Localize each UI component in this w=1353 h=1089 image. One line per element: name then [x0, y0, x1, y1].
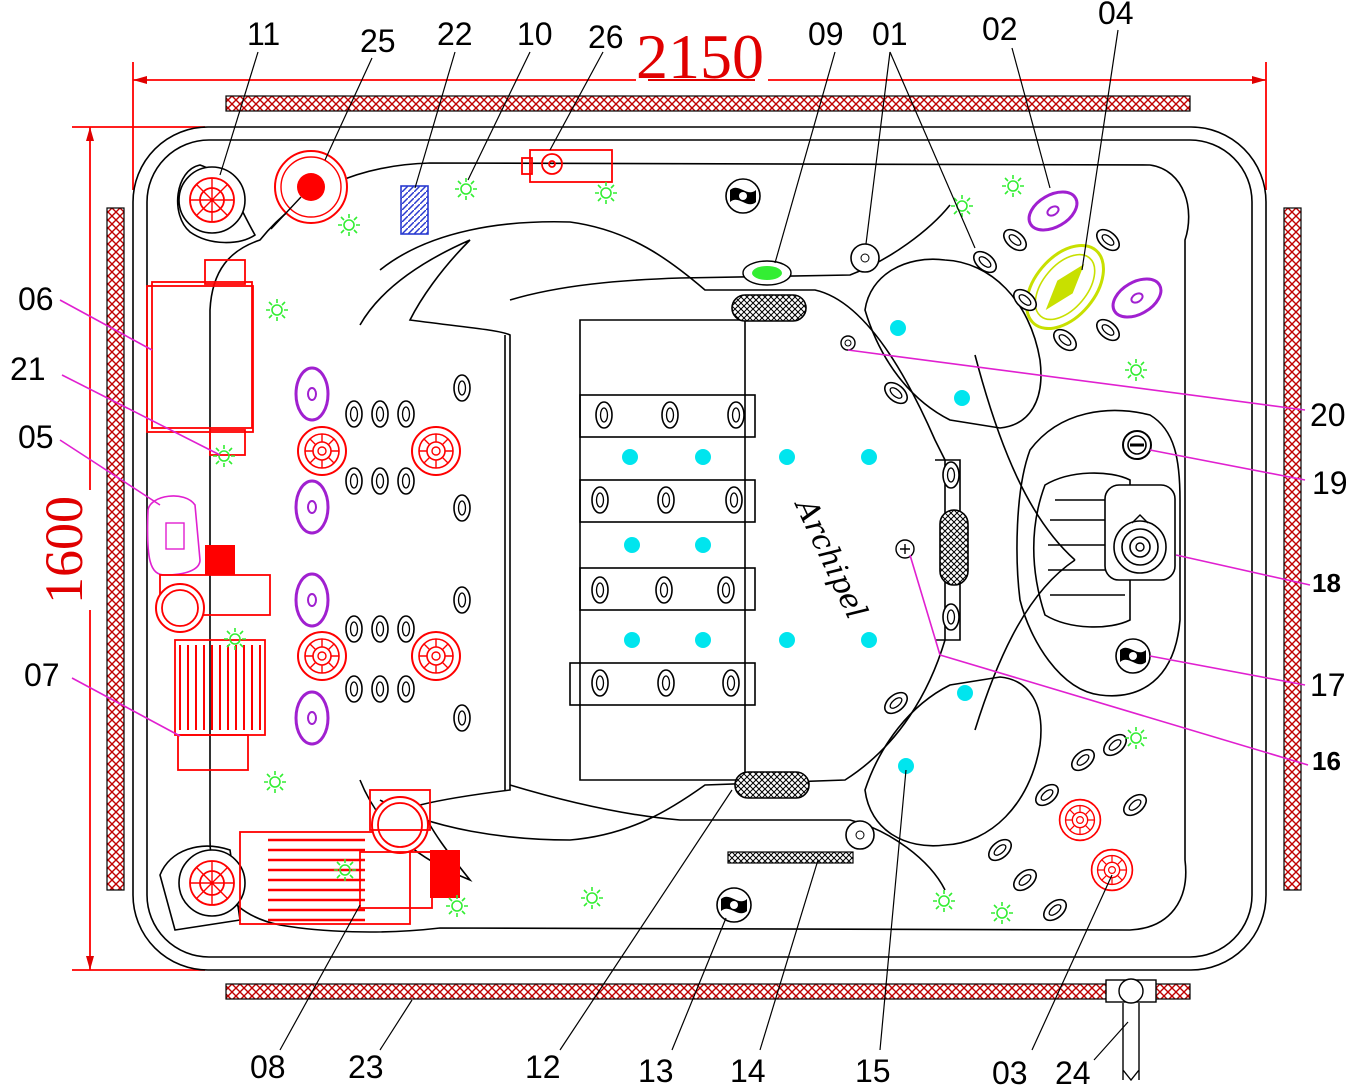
callout-26: 26	[588, 19, 624, 55]
skirt-panels	[106, 95, 1302, 1000]
pillow-top	[731, 294, 807, 322]
callout-05: 05	[18, 419, 54, 455]
circulation-pump	[155, 545, 271, 771]
callout-06: 06	[18, 281, 54, 317]
callout-22: 22	[437, 16, 473, 52]
lights	[622, 320, 973, 774]
drain-valve	[1105, 978, 1157, 1082]
callout-23: 23	[348, 1049, 384, 1085]
callout-02: 02	[982, 11, 1018, 47]
pillow-side	[939, 509, 969, 586]
control-box	[146, 259, 254, 456]
air-bubble-module	[400, 185, 429, 235]
callout-21: 21	[10, 351, 46, 387]
callout-25: 25	[360, 23, 396, 59]
jet-pump	[239, 789, 460, 925]
callout-labels: 11 25 22 10 26 09 01 02 04 06 21 05 07 2…	[10, 0, 1348, 1089]
height-label: 1600	[34, 496, 94, 604]
callout-03: 03	[992, 1055, 1028, 1089]
callout-13: 13	[638, 1053, 674, 1089]
callout-14: 14	[730, 1053, 766, 1089]
callout-15: 15	[855, 1053, 891, 1089]
equipment	[146, 149, 1134, 925]
leds	[212, 174, 1148, 925]
callout-08: 08	[250, 1049, 286, 1085]
callout-19: 19	[1312, 465, 1348, 501]
topside-control	[146, 495, 201, 576]
callout-10: 10	[517, 16, 553, 52]
callout-12: 12	[525, 1049, 561, 1085]
callout-16: 16	[1312, 746, 1341, 776]
air-jet-yellow	[1025, 243, 1105, 331]
height-dimension: 1600	[34, 126, 205, 971]
overflow-grate	[727, 851, 854, 864]
callout-17: 17	[1310, 667, 1346, 703]
callout-04: 04	[1098, 0, 1134, 31]
width-dimension: 2150	[132, 21, 1267, 190]
leader-lines	[59, 29, 1311, 1061]
callout-24: 24	[1055, 1055, 1091, 1089]
callout-07: 07	[24, 657, 60, 693]
fan-heater-bottom	[178, 849, 246, 917]
width-label: 2150	[636, 21, 764, 92]
pillow-bottom	[734, 771, 810, 799]
fan-heater-top	[178, 166, 246, 234]
fittings: Archipel	[716, 178, 1167, 1082]
callout-11: 11	[247, 16, 280, 52]
diverter-dial	[1113, 514, 1167, 574]
callout-01: 01	[872, 16, 908, 52]
callout-18: 18	[1312, 568, 1341, 598]
filter-button	[270, 150, 348, 230]
callout-09: 09	[808, 16, 844, 52]
callout-20: 20	[1310, 397, 1346, 433]
waterfall-light	[742, 260, 792, 286]
brand-logo: Archipel	[786, 491, 873, 625]
ozonator	[521, 149, 613, 183]
jets	[294, 182, 1170, 926]
